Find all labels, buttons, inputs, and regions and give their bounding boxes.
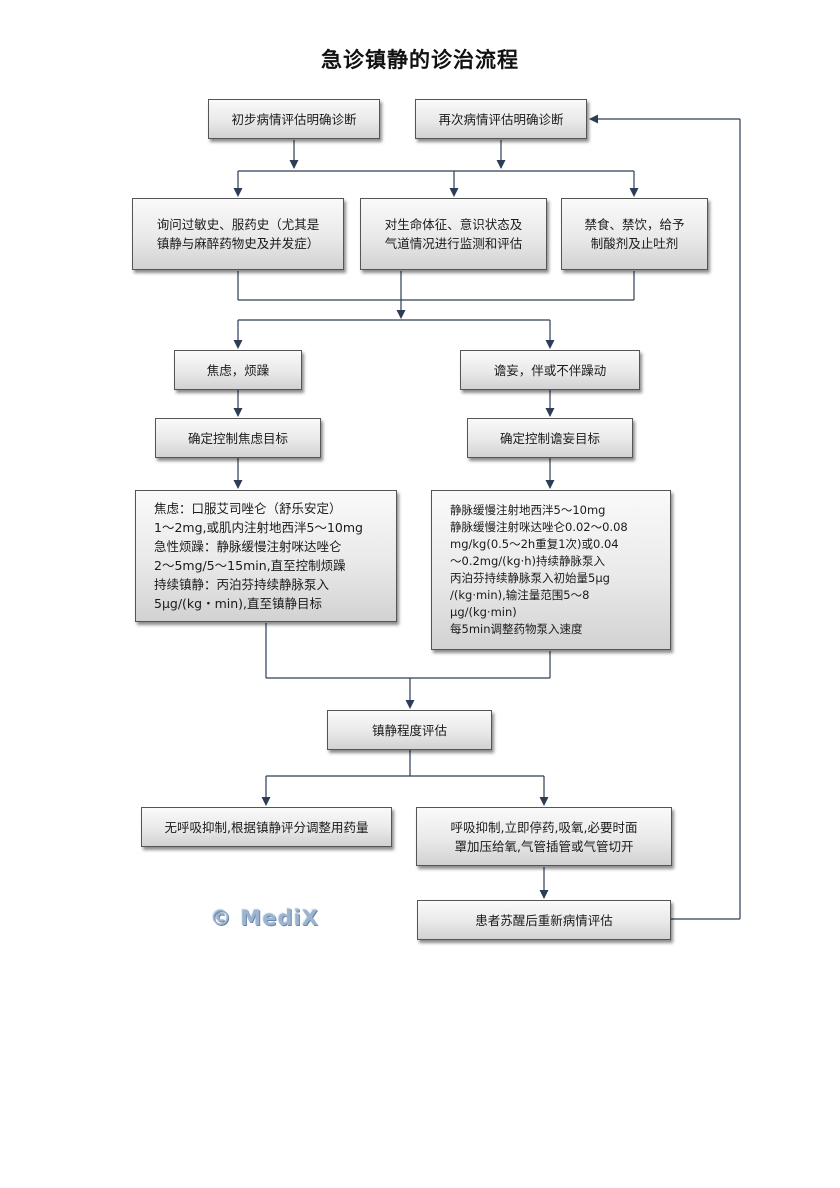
sedation-assessment-box: 镇静程度评估 — [327, 710, 492, 750]
monitoring-text: 对生命体征、意识状态及 气道情况进行监测和评估 — [384, 217, 523, 251]
history-text: 询问过敏史、服药史（尤其是 镇静与麻醉药物史及并发症） — [156, 217, 320, 251]
delirium-treatment-text: 静脉缓慢注射地西泮5～10mg 静脉缓慢注射咪达唑仑0.02～0.08 mg/k… — [450, 503, 628, 636]
reassessment-text: 再次病情评估明确诊断 — [438, 111, 564, 127]
delirium-treatment-box: 静脉缓慢注射地西泮5～10mg 静脉缓慢注射咪达唑仑0.02～0.08 mg/k… — [431, 490, 671, 650]
delirium-goal-text: 确定控制谵妄目标 — [499, 430, 600, 446]
no-resp-depression-box: 无呼吸抑制,根据镇静评分调整用药量 — [141, 807, 392, 847]
monitoring-box: 对生命体征、意识状态及 气道情况进行监测和评估 — [360, 198, 547, 270]
anxiety-goal-text: 确定控制焦虑目标 — [187, 430, 288, 446]
anxiety-box: 焦虑，烦躁 — [174, 350, 302, 390]
fasting-text: 禁食、禁饮，给予 制酸剂及止吐剂 — [584, 217, 685, 251]
sedation-assessment-text: 镇静程度评估 — [371, 722, 447, 738]
anxiety-treatment-text: 焦虑：口服艾司唑仑（舒乐安定） 1～2mg,或肌内注射地西泮5～10mg 急性烦… — [154, 501, 363, 611]
delirium-goal-box: 确定控制谵妄目标 — [467, 418, 633, 458]
anxiety-treatment-box: 焦虑：口服艾司唑仑（舒乐安定） 1～2mg,或肌内注射地西泮5～10mg 急性烦… — [135, 490, 397, 622]
history-box: 询问过敏史、服药史（尤其是 镇静与麻醉药物史及并发症） — [132, 198, 344, 270]
medix-watermark: © MediX — [210, 906, 319, 930]
initial-assessment-text: 初步病情评估明确诊断 — [231, 111, 357, 127]
fasting-box: 禁食、禁饮，给予 制酸剂及止吐剂 — [561, 198, 708, 270]
initial-assessment-box: 初步病情评估明确诊断 — [208, 99, 380, 139]
delirium-box: 谵妄，伴或不伴躁动 — [460, 350, 640, 390]
reassessment-box: 再次病情评估明确诊断 — [415, 99, 587, 139]
resp-depression-text: 呼吸抑制,立即停药,吸氧,必要时面 罩加压给氧,气管插管或气管切开 — [450, 819, 638, 854]
anxiety-goal-box: 确定控制焦虑目标 — [155, 418, 321, 458]
no-resp-depression-text: 无呼吸抑制,根据镇静评分调整用药量 — [164, 819, 369, 835]
recovery-reassessment-text: 患者苏醒后重新病情评估 — [475, 912, 613, 928]
recovery-reassessment-box: 患者苏醒后重新病情评估 — [417, 900, 671, 940]
resp-depression-box: 呼吸抑制,立即停药,吸氧,必要时面 罩加压给氧,气管插管或气管切开 — [416, 807, 672, 866]
page-title: 急诊镇静的诊治流程 — [321, 48, 519, 72]
anxiety-text: 焦虑，烦躁 — [206, 362, 270, 378]
delirium-text: 谵妄，伴或不伴躁动 — [493, 362, 607, 378]
